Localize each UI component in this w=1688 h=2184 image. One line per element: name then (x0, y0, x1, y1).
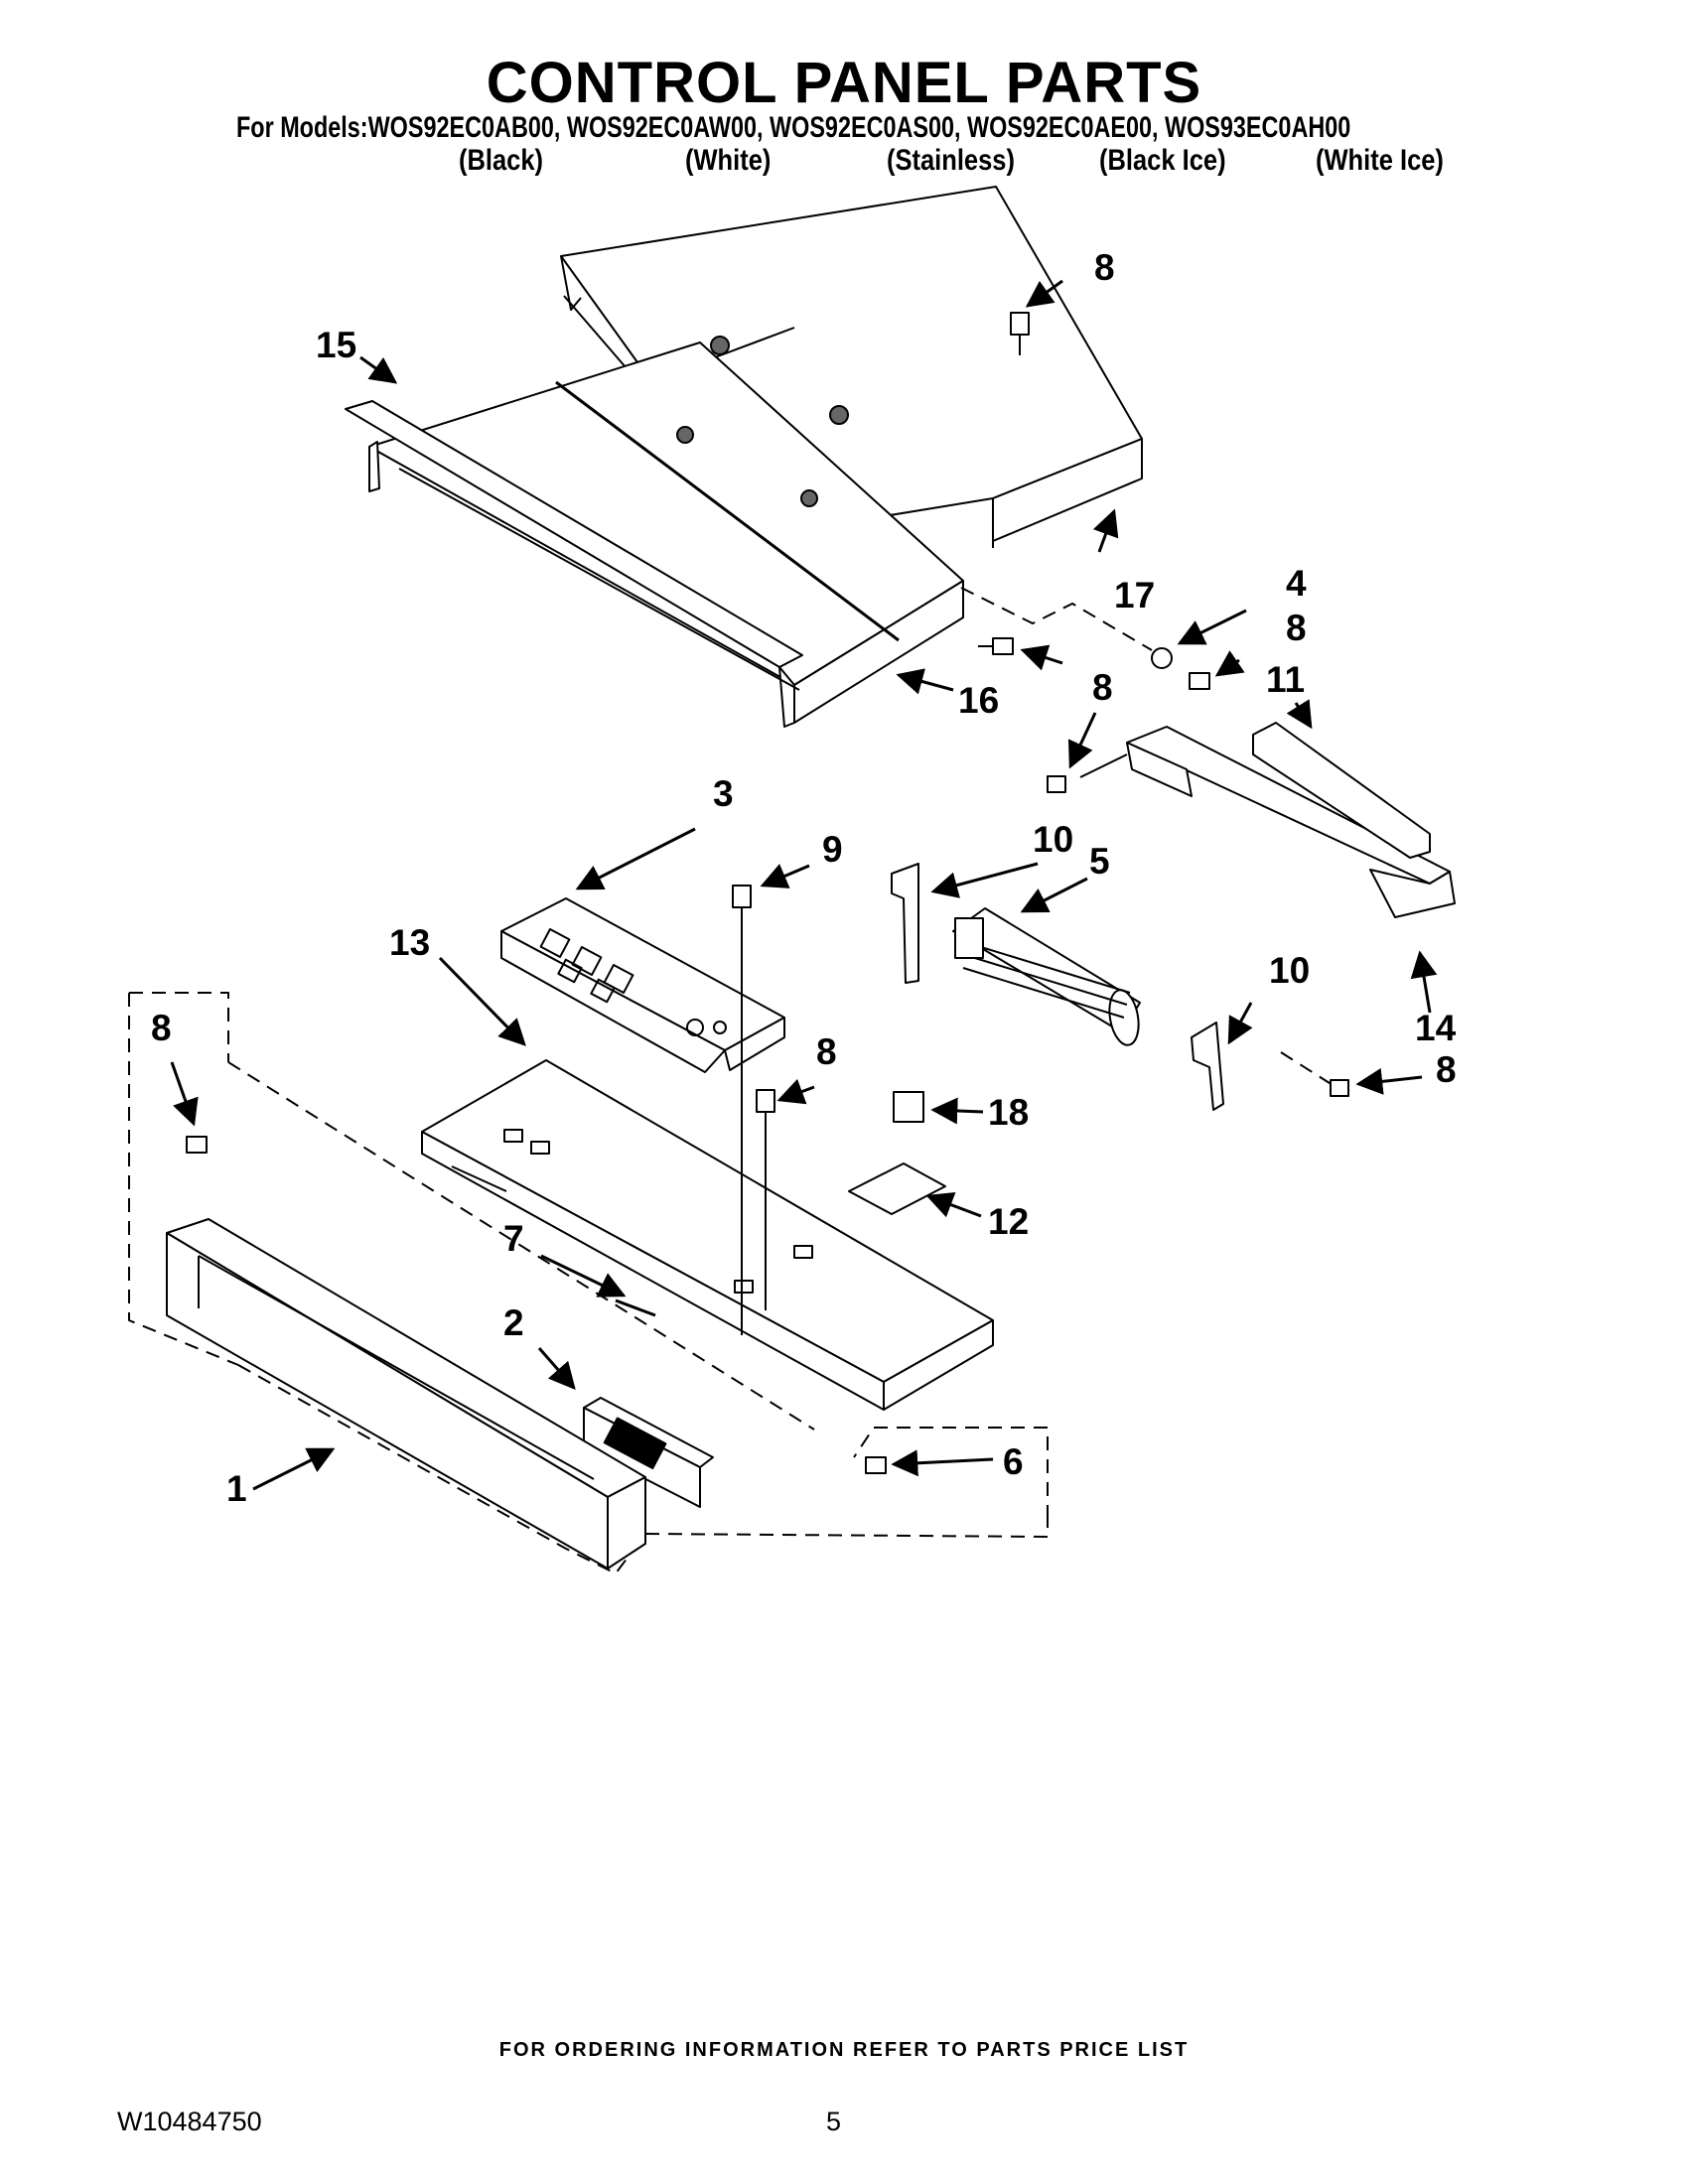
finish-label-white-ice: (White Ice) (1316, 144, 1444, 177)
callout-8-mid: 8 (1092, 667, 1113, 708)
document-number: W10484750 (117, 2107, 262, 2136)
lower-cover-part (345, 341, 964, 728)
callout-14: 14 (1415, 1008, 1457, 1048)
finish-label-white: (White) (685, 144, 772, 177)
console-panel-part (166, 1218, 646, 1570)
page-title: CONTROL PANEL PARTS (486, 51, 1202, 115)
terminal-block-part (848, 1162, 946, 1215)
callout-16: 16 (958, 680, 999, 721)
sensor-clip-part (615, 1298, 656, 1317)
callout-15: 15 (316, 325, 356, 365)
callout-13: 13 (389, 922, 430, 963)
assembly-guide-lines (128, 587, 1341, 1574)
callout-1: 1 (226, 1468, 247, 1509)
foam-strip-part (1252, 722, 1431, 859)
callout-10-right: 10 (1269, 950, 1310, 991)
page-number: 5 (826, 2107, 842, 2136)
callout-12: 12 (988, 1201, 1029, 1242)
finish-label-black: (Black) (459, 144, 544, 177)
callout-9: 9 (822, 829, 843, 870)
callout-17: 17 (1114, 575, 1155, 615)
screws (186, 312, 1349, 1474)
models-line: For Models:WOS92EC0AB00, WOS92EC0AW00, W… (236, 111, 1351, 144)
fan-bracket-left-part (891, 863, 919, 984)
callout-8-washer: 8 (1286, 608, 1307, 648)
mounting-bracket-part (1079, 726, 1456, 918)
callout-18: 18 (988, 1092, 1029, 1133)
blower-fan-part (952, 907, 1141, 1046)
mounting-plate-part (421, 1059, 994, 1411)
connector-part (893, 1091, 924, 1123)
callout-7: 7 (503, 1218, 524, 1259)
fan-bracket-right-part (1191, 1022, 1224, 1111)
callout-3: 3 (713, 773, 734, 814)
callout-2: 2 (503, 1302, 524, 1343)
leader-arrows (170, 279, 1438, 1491)
callout-11: 11 (1266, 659, 1305, 700)
callout-8-top: 8 (1094, 247, 1115, 288)
callout-6: 6 (1003, 1441, 1024, 1482)
callout-5: 5 (1089, 841, 1110, 882)
callout-10-left: 10 (1033, 819, 1073, 860)
control-board-part (500, 897, 785, 1073)
finish-label-stainless: (Stainless) (887, 144, 1015, 177)
ordering-note: FOR ORDERING INFORMATION REFER TO PARTS … (498, 2039, 1190, 2061)
finish-label-black-ice: (Black Ice) (1099, 144, 1226, 177)
callout-8-plate: 8 (816, 1031, 837, 1072)
callout-8-left: 8 (151, 1008, 172, 1048)
callout-8-right: 8 (1436, 1049, 1457, 1090)
callout-4: 4 (1286, 563, 1307, 604)
display-board-part (583, 1397, 714, 1508)
